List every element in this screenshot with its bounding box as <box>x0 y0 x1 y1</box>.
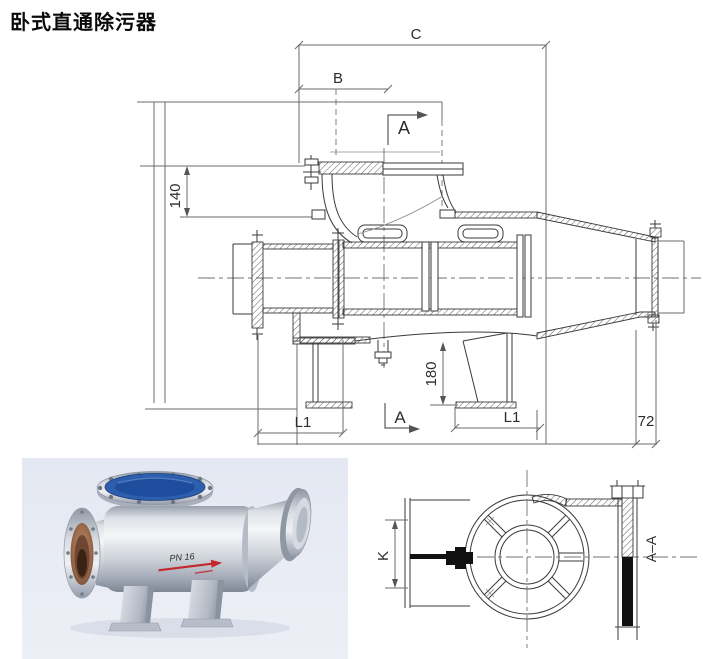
bowl-chamber <box>311 173 457 244</box>
photo-leg-right <box>180 580 234 628</box>
dim-140: 140 <box>140 165 312 218</box>
drain-plug <box>374 340 392 366</box>
dim-c-label: C <box>411 26 422 43</box>
product-photo: PN 16 <box>22 458 348 659</box>
inlet-flange <box>232 230 334 340</box>
outlet-flange <box>635 220 662 331</box>
section-arrow-top: A <box>387 111 428 145</box>
section-arrow-bottom-label: A <box>394 408 406 427</box>
outlet-dia-dim <box>658 240 685 314</box>
dim-180: 180 <box>423 342 458 406</box>
dim-l1-right-label: L1 <box>504 409 521 426</box>
dim-l1-left: L1 <box>253 335 348 445</box>
basket-handle-right <box>457 224 504 243</box>
dim-72: 72 <box>631 320 661 449</box>
flow-marking: PN 16 <box>158 551 223 574</box>
dim-b: B <box>294 70 393 94</box>
strainer-body <box>232 155 662 409</box>
photo-cone <box>248 499 292 589</box>
basket-cylinder <box>342 224 532 318</box>
flow-arrow-icon <box>210 559 223 568</box>
dim-140-label: 140 <box>167 183 184 208</box>
body-joint-flange <box>332 228 345 330</box>
photo-cover-flange <box>96 471 214 514</box>
dim-l1-right: L1 <box>450 407 545 440</box>
basket-handle-left <box>357 224 408 243</box>
engineering-drawing: C B A <box>137 26 701 449</box>
support-leg-left <box>299 336 371 409</box>
dim-c: C <box>294 26 551 444</box>
cover-plate <box>303 155 464 190</box>
shell-and-cone <box>454 211 656 340</box>
section-arrow-bottom: A <box>384 403 420 433</box>
section-inlet-edge <box>404 498 470 608</box>
dim-180-label: 180 <box>423 361 440 386</box>
photo-leg-left <box>108 586 162 632</box>
flow-marking-text: PN 16 <box>169 551 195 563</box>
section-drain-plug <box>410 547 473 569</box>
reference-lines <box>137 89 443 445</box>
basket-spokes <box>483 514 583 600</box>
section-title: A–A <box>643 535 659 562</box>
section-stud-assembly <box>531 480 645 640</box>
dim-k: K <box>375 519 408 589</box>
inlet-flange-bolts <box>66 510 98 596</box>
dim-72-label: 72 <box>638 413 655 430</box>
section-view-aa: K A–A <box>375 470 697 648</box>
dim-k-label: K <box>375 551 392 561</box>
page-title: 卧式直通除污器 <box>10 10 157 34</box>
section-arrow-top-label: A <box>398 118 410 138</box>
dim-l1-left-label: L1 <box>295 414 312 431</box>
photo-body <box>104 499 292 592</box>
dim-b-label: B <box>333 70 343 87</box>
support-leg-right <box>455 332 517 409</box>
photo-outlet-flange <box>280 487 312 562</box>
